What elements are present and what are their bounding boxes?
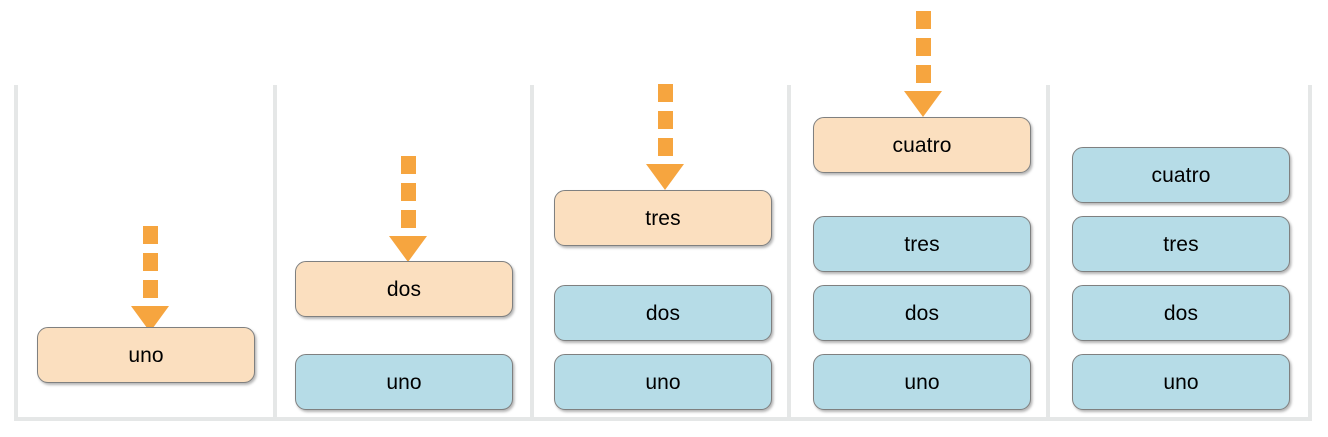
push-arrow-2	[388, 156, 428, 262]
arrow-dash	[400, 156, 416, 174]
stack-box[interactable]: cuatro	[1072, 147, 1290, 203]
stack-box[interactable]: tres	[554, 190, 772, 246]
push-arrow-3	[645, 84, 685, 190]
stack-box[interactable]: uno	[37, 327, 255, 383]
stack-box[interactable]: tres	[1072, 216, 1290, 272]
stack-box[interactable]: uno	[813, 354, 1031, 410]
arrow-head-icon	[904, 91, 942, 117]
stack-box[interactable]: uno	[1072, 354, 1290, 410]
arrow-dash	[657, 84, 673, 102]
stack-box[interactable]: uno	[554, 354, 772, 410]
arrow-dash	[400, 183, 416, 201]
arrow-head-icon	[646, 164, 684, 190]
stack-box[interactable]: dos	[295, 261, 513, 317]
arrow-dash	[142, 253, 158, 271]
stack-box[interactable]: cuatro	[813, 117, 1031, 173]
arrow-dash	[142, 226, 158, 244]
arrow-dash	[657, 138, 673, 156]
arrow-dash	[400, 210, 416, 228]
stack-box[interactable]: tres	[813, 216, 1031, 272]
stack-box[interactable]: dos	[1072, 285, 1290, 341]
stack-box[interactable]: dos	[554, 285, 772, 341]
arrow-dash	[915, 38, 931, 56]
stack-box[interactable]: uno	[295, 354, 513, 410]
arrow-dash	[915, 11, 931, 29]
push-arrow-1	[130, 226, 170, 332]
push-arrow-4	[903, 11, 943, 117]
arrow-dash	[142, 280, 158, 298]
stack-box[interactable]: dos	[813, 285, 1031, 341]
arrow-dash	[657, 111, 673, 129]
arrow-head-icon	[389, 236, 427, 262]
arrow-dash	[915, 65, 931, 83]
frame-panel-5	[1046, 85, 1312, 421]
